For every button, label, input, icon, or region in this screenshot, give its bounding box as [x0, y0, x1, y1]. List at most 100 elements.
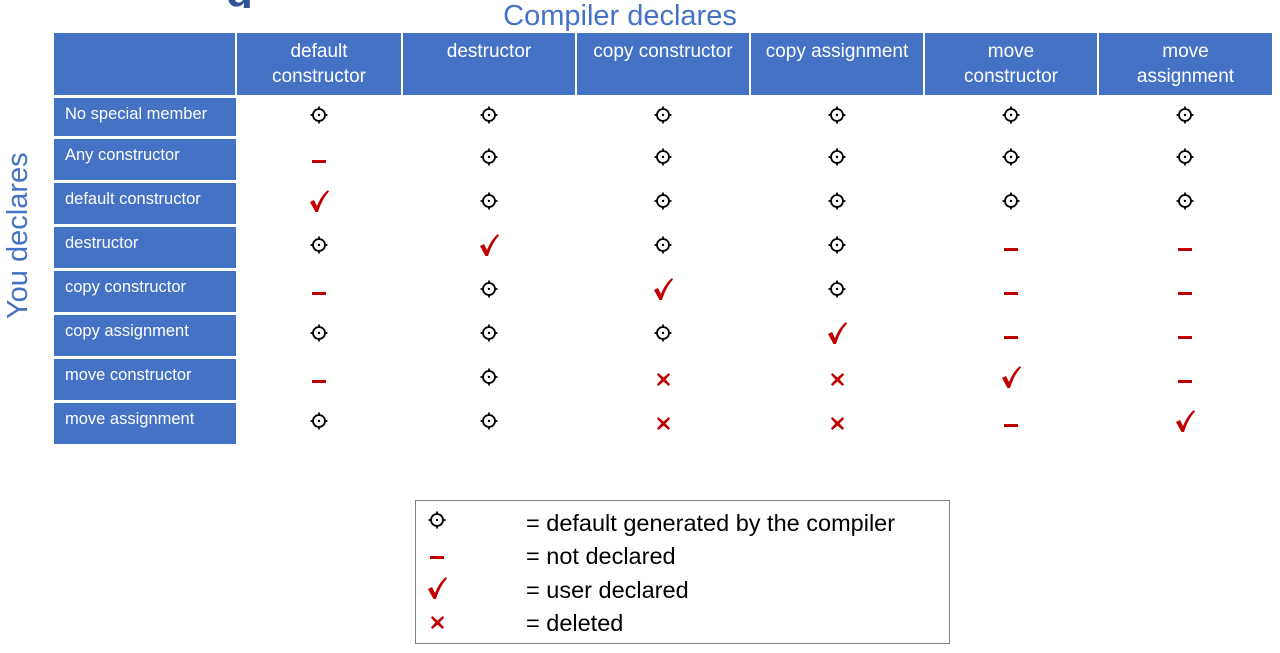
column-header-default-constructor: default constructor — [236, 33, 403, 98]
column-header-line: copy constructor — [593, 41, 733, 62]
column-header-copy-assignment: copy assignment — [750, 33, 925, 98]
cross-icon — [426, 606, 448, 640]
table-row: Any constructor — [54, 137, 1272, 183]
legend-item: = deleted — [416, 606, 949, 640]
column-header-line: assignment — [1136, 66, 1235, 87]
legend-item: = user declared — [416, 573, 949, 607]
legend-label: = user declared — [526, 577, 689, 603]
row-header-label: destructor — [65, 233, 139, 252]
matrix-cell — [402, 269, 576, 313]
matrix-cell — [924, 313, 1098, 357]
row-header-cell: move constructor — [54, 357, 236, 403]
matrix-cell — [402, 401, 576, 445]
gear-icon — [479, 280, 499, 301]
matrix-cell — [402, 137, 576, 181]
gear-icon — [1001, 148, 1021, 169]
gear-icon — [653, 324, 673, 345]
special-members-table: default constructor destructor copy cons… — [54, 33, 1272, 447]
legend-label: = default generated by the compiler — [526, 510, 896, 536]
table-row: copy constructor — [54, 269, 1272, 315]
matrix-cell — [576, 225, 750, 269]
matrix-cell — [236, 357, 402, 401]
cross-icon — [830, 414, 845, 433]
legend-item: = not declared — [416, 539, 949, 573]
matrix-cell — [236, 137, 402, 181]
gear-icon — [827, 280, 847, 301]
matrix-cell — [750, 401, 924, 445]
matrix-cell — [750, 137, 924, 181]
matrix-cell — [750, 313, 924, 357]
column-header-line: destructor — [446, 41, 532, 62]
matrix-cell — [1098, 137, 1272, 181]
row-header-cell: No special member — [54, 96, 236, 139]
column-header-move-assignment: move assignment — [1098, 33, 1272, 98]
matrix-cell — [402, 357, 576, 401]
matrix-cell — [924, 137, 1098, 181]
matrix-cell — [924, 96, 1098, 137]
row-header-cell: default constructor — [54, 181, 236, 227]
column-header-destructor: destructor — [402, 33, 577, 98]
column-header-move-constructor: move constructor — [924, 33, 1099, 98]
row-header-cell: destructor — [54, 225, 236, 271]
row-header-label: copy constructor — [65, 277, 187, 296]
gear-icon — [653, 236, 673, 257]
legend-box: = default generated by the compiler = not… — [415, 500, 950, 644]
column-header-copy-constructor: copy constructor — [576, 33, 751, 98]
table-row: move constructor — [54, 357, 1272, 403]
matrix-cell — [750, 181, 924, 225]
matrix-cell — [924, 181, 1098, 225]
cross-icon — [656, 414, 671, 433]
matrix-cell — [1098, 313, 1272, 357]
matrix-cell — [236, 96, 402, 137]
matrix-cell — [1098, 357, 1272, 401]
column-header-line: constructor — [272, 66, 366, 87]
gear-icon — [827, 106, 847, 127]
dash-icon — [312, 150, 326, 169]
matrix-cell — [924, 401, 1098, 445]
header-row: default constructor destructor copy cons… — [54, 33, 1272, 98]
row-group-title: You declares — [2, 152, 34, 320]
table-row: No special member — [54, 96, 1272, 139]
matrix-cell — [236, 269, 402, 313]
dash-icon — [1004, 238, 1018, 257]
gear-icon — [309, 324, 329, 345]
matrix-cell — [402, 313, 576, 357]
matrix-cell — [402, 96, 576, 137]
legend-item: = default generated by the compiler — [416, 506, 949, 540]
matrix-cell — [236, 181, 402, 225]
row-header-cell: Any constructor — [54, 137, 236, 183]
gear-icon — [479, 148, 499, 169]
column-header-line: move — [987, 41, 1035, 62]
gear-icon — [653, 148, 673, 169]
gear-icon — [479, 324, 499, 345]
matrix-cell — [236, 401, 402, 445]
matrix-cell — [576, 96, 750, 137]
gear-icon — [479, 412, 499, 433]
dash-icon — [312, 282, 326, 301]
gear-icon — [479, 106, 499, 127]
column-header-line: default — [290, 41, 348, 62]
cross-icon — [656, 370, 671, 389]
gear-icon — [479, 368, 499, 389]
header-corner-cell — [54, 33, 237, 98]
matrix-cell — [576, 357, 750, 401]
row-header-label: move constructor — [65, 365, 192, 384]
dash-icon — [1178, 238, 1192, 257]
dash-icon — [1178, 282, 1192, 301]
matrix-cell — [1098, 225, 1272, 269]
gear-icon — [1175, 148, 1195, 169]
gear-icon — [827, 192, 847, 213]
table-row: copy assignment — [54, 313, 1272, 359]
gear-icon — [827, 148, 847, 169]
table-row: move assignment — [54, 401, 1272, 447]
row-header-cell: copy assignment — [54, 313, 236, 359]
dash-icon — [1004, 282, 1018, 301]
matrix-cell — [576, 269, 750, 313]
matrix-cell — [750, 269, 924, 313]
legend-label: = not declared — [526, 543, 676, 569]
matrix-cell — [576, 181, 750, 225]
matrix-cell — [1098, 401, 1272, 445]
matrix-cell — [1098, 96, 1272, 137]
